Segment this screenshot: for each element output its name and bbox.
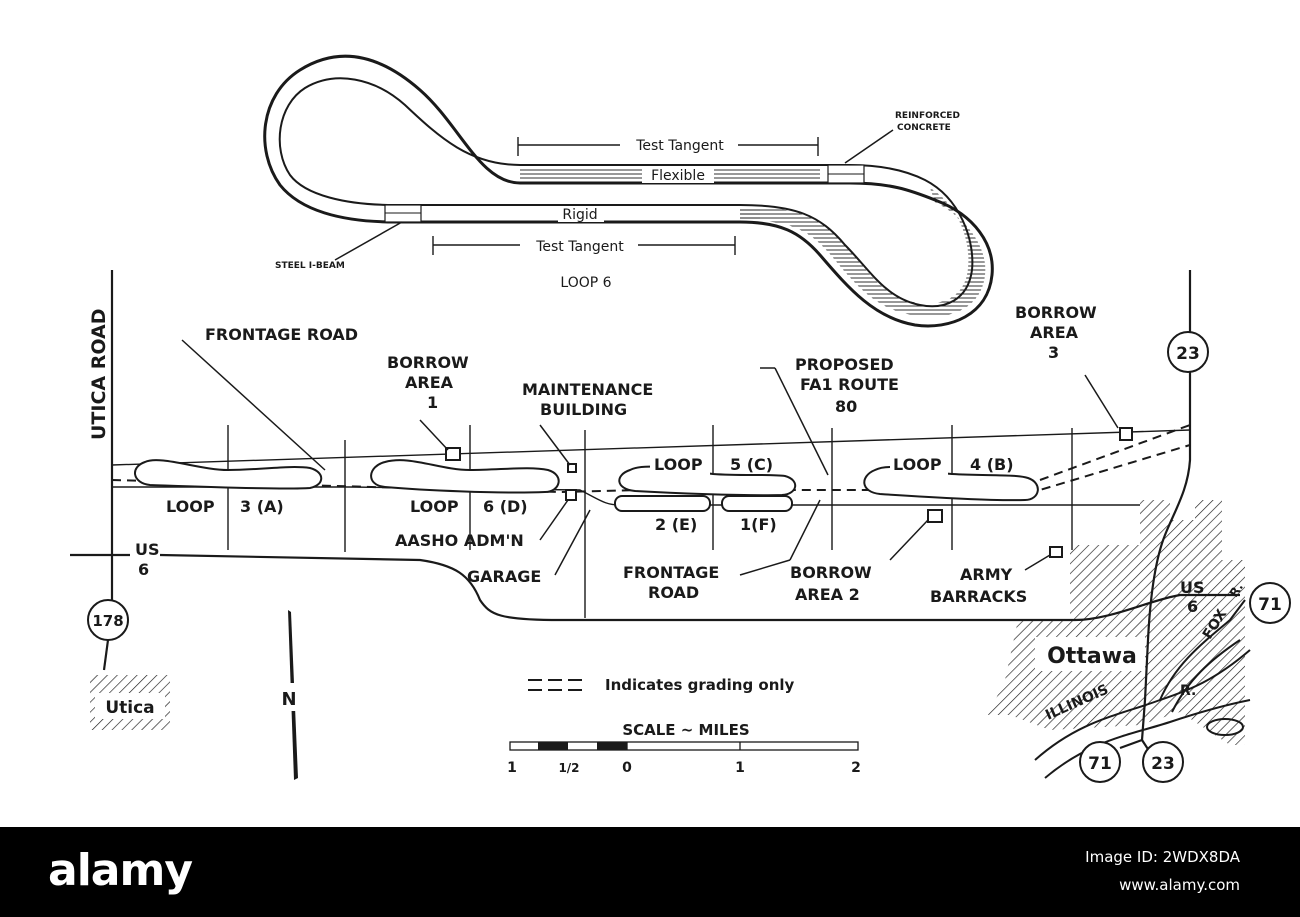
garage-label: GARAGE	[467, 567, 541, 586]
loop-1f	[721, 495, 793, 512]
scale-0: 0	[622, 760, 632, 776]
loop-3-b: 3 (A)	[240, 497, 284, 516]
borrow-area-3-c: 3	[1048, 343, 1059, 362]
scale-2: 2	[851, 760, 861, 776]
loop-5-b: 5 (C)	[730, 455, 773, 474]
us6-right-b: 6	[1187, 597, 1198, 616]
route-71-right-label: 71	[1258, 595, 1282, 615]
frontage-road-top-label: FRONTAGE ROAD	[205, 325, 358, 344]
map-diagram: Test Tangent Flexible Rigid Test Tangent…	[70, 54, 1291, 783]
alamy-logo: alamy	[48, 845, 193, 896]
proposed-b: FA1 ROUTE	[800, 375, 899, 394]
route-shields: 23 178 71 71 23	[87, 331, 1291, 783]
army-a: ARMY	[960, 565, 1013, 584]
loop6-detail	[263, 54, 994, 328]
utica-town-area: Utica	[90, 675, 170, 730]
map-labels: FRONTAGE ROAD BORROW AREA 1 MAINTENANCE …	[160, 303, 1097, 606]
route-178-label: 178	[92, 612, 123, 630]
borrow-area-1-c: 1	[427, 393, 438, 412]
legend-grading-label: Indicates grading only	[605, 676, 795, 694]
loop6-title: LOOP 6	[560, 275, 611, 291]
us6-left-b: 6	[138, 560, 149, 579]
route-178-spur	[102, 639, 110, 671]
frontage-road-bottom-a: FRONTAGE	[623, 563, 719, 582]
north-label: N	[281, 689, 296, 710]
borrow-area-2-a: BORROW	[790, 563, 872, 582]
utica-road-label: UTICA ROAD	[88, 309, 110, 440]
ottawa-label: Ottawa	[1047, 644, 1137, 669]
maintenance-a: MAINTENANCE	[522, 380, 653, 399]
test-tangent-top-label: Test Tangent	[635, 138, 724, 154]
main-test-road-north	[111, 429, 1191, 466]
stock-watermark-footer: alamy Image ID: 2WDX8DA www.alamy.com	[0, 827, 1300, 917]
reinforced-concrete-label-2: CONCRETE	[897, 123, 951, 133]
loop-6-b: 6 (D)	[483, 497, 528, 516]
test-tangent-bottom-label: Test Tangent	[535, 239, 624, 255]
loop6-labels: Test Tangent Flexible Rigid Test Tangent…	[275, 111, 960, 291]
frontage-road-bottom-b: ROAD	[648, 583, 699, 602]
north-arrow: N	[280, 610, 300, 780]
loop-3a	[134, 459, 323, 490]
route-71-bottom-label: 71	[1088, 754, 1112, 774]
image-id: Image ID: 2WDX8DA	[1085, 848, 1240, 866]
borrow-area-1-b: AREA	[405, 373, 454, 392]
steel-i-beam-label: STEEL I-BEAM	[275, 261, 345, 271]
proposed-c: 80	[835, 397, 857, 416]
us6-right-a: US	[1180, 578, 1205, 597]
borrow-area-3-a: BORROW	[1015, 303, 1097, 322]
route-23-top-label: 23	[1176, 344, 1200, 364]
ottawa-city-area: Ottawa	[988, 500, 1245, 745]
aasho-adm-label: AASHO ADM'N	[395, 531, 524, 550]
legend-grading: Indicates grading only	[528, 676, 795, 694]
rigid-label: Rigid	[562, 207, 597, 223]
loop-3-a: LOOP	[166, 497, 215, 516]
scale-1-left: 1	[507, 760, 517, 776]
scale-half: 1/2	[558, 761, 579, 775]
route-23-road	[1140, 270, 1192, 741]
site-url: www.alamy.com	[1119, 876, 1240, 894]
utica-label: Utica	[105, 698, 154, 718]
borrow-area-3-b: AREA	[1030, 323, 1079, 342]
leader-lines	[181, 339, 1119, 576]
loop-2-label: 2 (E)	[655, 515, 697, 534]
us6-left-a: US	[135, 540, 160, 559]
reinforced-concrete-label-1: REINFORCED	[895, 111, 960, 121]
illinois-r-label: R.	[1180, 683, 1196, 699]
loop-6-a: LOOP	[410, 497, 459, 516]
loop-5-a: LOOP	[654, 455, 703, 474]
us-6-highway	[70, 553, 1240, 622]
borrow-area-2-b: AREA 2	[795, 585, 860, 604]
loop-6d	[370, 459, 560, 494]
scale-title: SCALE ~ MILES	[622, 721, 749, 739]
image-id-block: Image ID: 2WDX8DA www.alamy.com	[1085, 843, 1240, 899]
army-b: BARRACKS	[930, 587, 1027, 606]
proposed-a: PROPOSED	[795, 355, 894, 374]
borrow-area-1-a: BORROW	[387, 353, 469, 372]
route-23-bottom-label: 23	[1151, 754, 1175, 774]
flexible-label: Flexible	[651, 168, 705, 184]
buildings	[445, 427, 1133, 558]
scale-bar: SCALE ~ MILES 1 1/2 0 1 2	[507, 721, 861, 776]
scale-1: 1	[735, 760, 745, 776]
loop-4-a: LOOP	[893, 455, 942, 474]
loop-2e	[614, 495, 711, 512]
loop-4-b: 4 (B)	[970, 455, 1014, 474]
maintenance-b: BUILDING	[540, 400, 627, 419]
loop-1-label: 1(F)	[740, 515, 777, 534]
